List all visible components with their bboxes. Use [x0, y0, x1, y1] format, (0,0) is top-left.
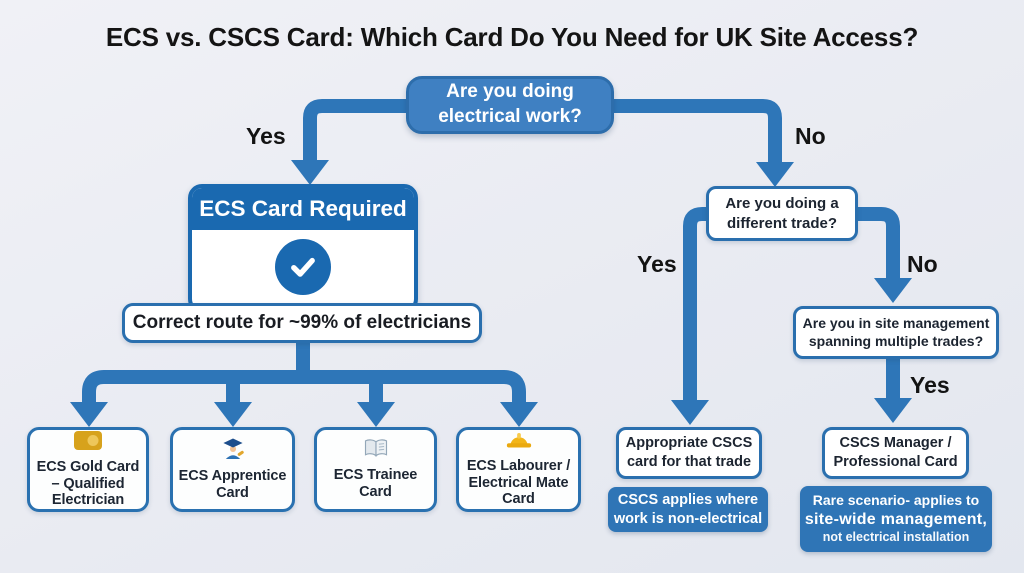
no-label-mid: No: [907, 251, 938, 277]
route-note-box: Correct route for ~99% of electricians: [122, 303, 482, 343]
rare-note-line-3: not electrical installation: [822, 529, 970, 544]
ecs-required-box: ECS Card Required: [188, 184, 418, 313]
card-ecs-apprentice: ECS Apprentice Card: [170, 427, 295, 512]
ecs-required-body: [192, 230, 414, 295]
open-book-icon: [362, 438, 390, 464]
management-question-box: Are you in site management spanning mult…: [793, 306, 999, 359]
yes-label-bottom: Yes: [910, 372, 950, 398]
rare-scenario-note-box: Rare scenario- applies to site-wide mana…: [800, 486, 992, 552]
no-label-top: No: [795, 123, 826, 149]
yes-label-top: Yes: [246, 123, 286, 149]
card-ecs-labourer: ECS Labourer / Electrical Mate Card: [456, 427, 581, 512]
checkmark-icon: [275, 239, 331, 295]
cscs-trade-result-box: Appropriate CSCS card for that trade: [616, 427, 762, 479]
card-label: ECS Trainee Card: [333, 467, 418, 500]
card-label: ECS Gold Card – Qualified Electrician: [36, 458, 140, 509]
card-ecs-gold: ECS Gold Card – Qualified Electrician: [27, 427, 149, 512]
gold-card-icon: [73, 430, 103, 456]
rare-note-line-1: Rare scenario- applies to: [812, 492, 980, 509]
hard-hat-icon: [505, 431, 533, 455]
cscs-manager-result-box: CSCS Manager / Professional Card: [822, 427, 969, 479]
root-question-box: Are you doing electrical work?: [406, 76, 614, 134]
rare-note-line-2: site-wide management,: [804, 510, 988, 528]
trade-question-box: Are you doing a different trade?: [706, 186, 858, 241]
card-label: ECS Apprentice Card: [178, 468, 287, 501]
ecs-required-header: ECS Card Required: [192, 188, 414, 230]
graduate-icon: [221, 437, 245, 465]
card-label: ECS Labourer / Electrical Mate Card: [466, 457, 571, 508]
cscs-note-box: CSCS applies where work is non-electrica…: [608, 487, 768, 532]
yes-label-mid: Yes: [637, 251, 677, 277]
page-title: ECS vs. CSCS Card: Which Card Do You Nee…: [105, 22, 919, 52]
card-ecs-trainee: ECS Trainee Card: [314, 427, 437, 512]
